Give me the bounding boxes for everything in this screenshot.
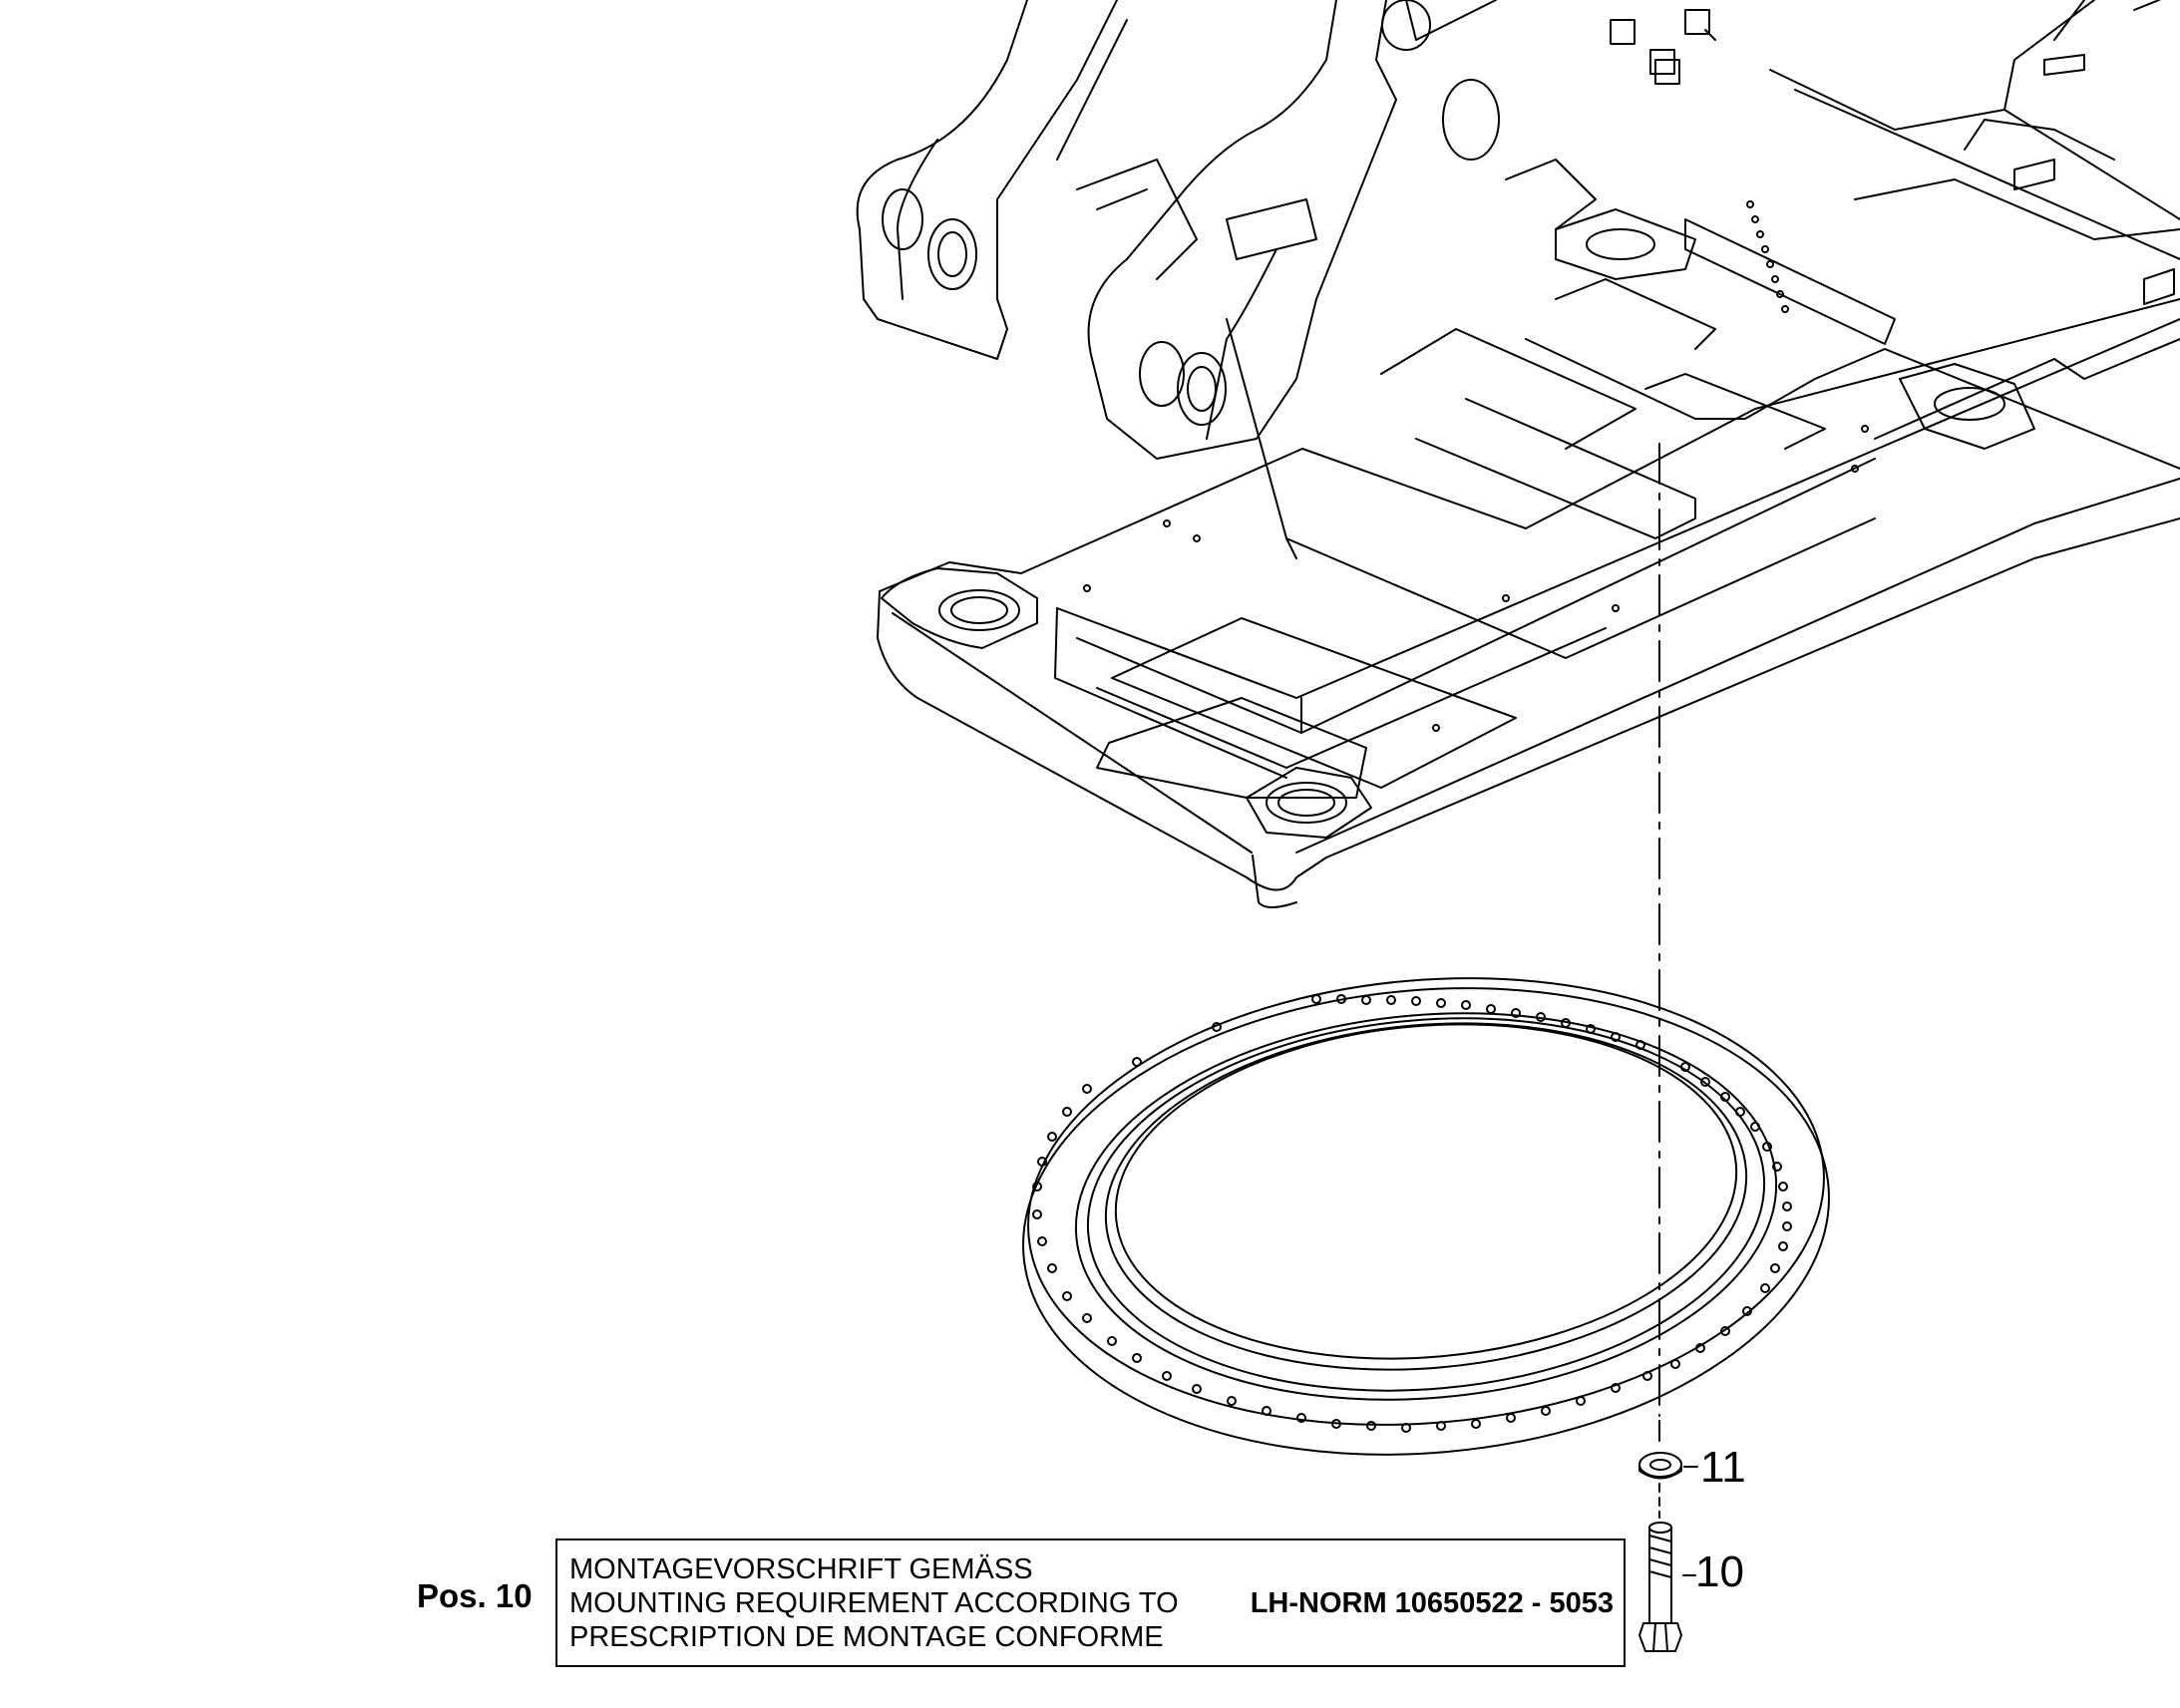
note-line-english: MOUNTING REQUIREMENT ACCORDING TO	[569, 1587, 1179, 1619]
note-line-french: PRESCRIPTION DE MONTAGE CONFORME	[569, 1621, 1164, 1653]
norm-reference: LH-NORM 10650522 - 5053	[1250, 1587, 1614, 1619]
uppercarriage-frame	[856, 0, 2180, 908]
ring-bolt-holes	[1032, 994, 1792, 1433]
callout-11: 11	[1700, 1443, 1746, 1492]
bolt-part	[1638, 1483, 1682, 1652]
mounting-note-box: MONTAGEVORSCHRIFT GEMÄSS MOUNTING REQUIR…	[555, 1538, 1626, 1667]
position-label: Pos. 10	[417, 1577, 533, 1614]
mounting-note-text: MONTAGEVORSCHRIFT GEMÄSS MOUNTING REQUIR…	[569, 1552, 1179, 1654]
note-line-german: MONTAGEVORSCHRIFT GEMÄSS	[569, 1553, 1033, 1585]
washer-part	[1638, 1452, 1682, 1480]
callout-10: 10	[1695, 1547, 1744, 1596]
slewing-ring	[1022, 977, 1830, 1456]
